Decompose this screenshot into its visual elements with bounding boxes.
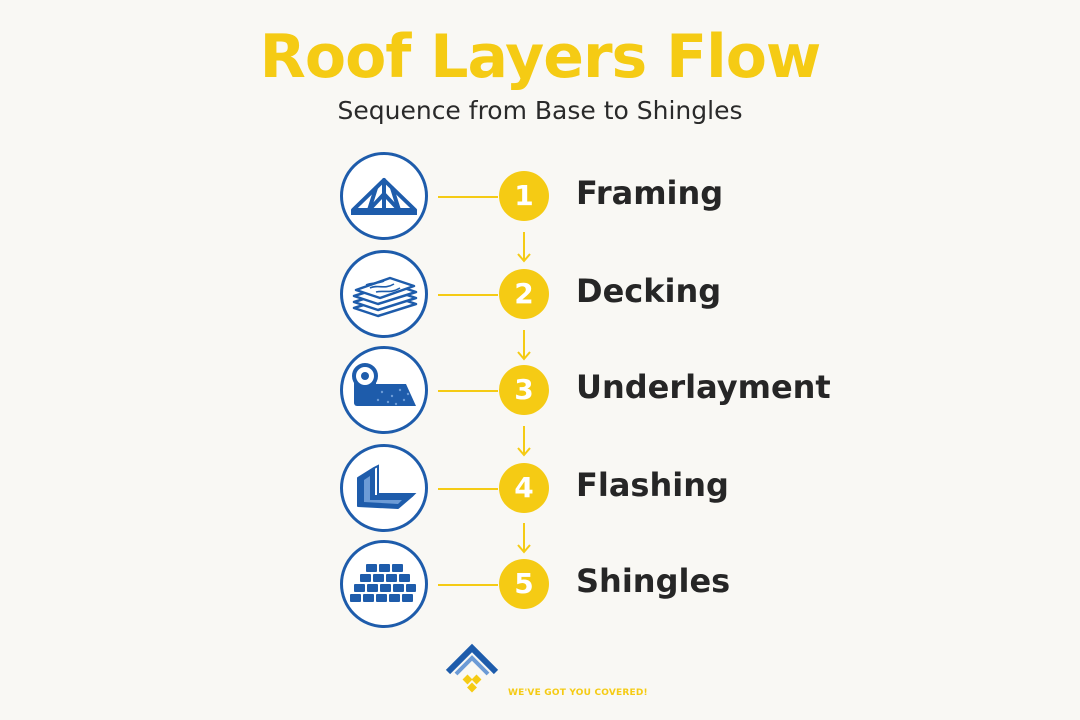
step-flashing: 4 Flashing — [0, 444, 1080, 534]
metal-flashing-icon — [340, 444, 428, 532]
step-shingles: 5 Shingles — [0, 540, 1080, 630]
step-connector — [438, 488, 498, 490]
step-number-badge: 5 — [499, 559, 549, 609]
step-label: Flashing — [576, 466, 729, 504]
step-number-badge: 2 — [499, 269, 549, 319]
step-number-badge: 1 — [499, 171, 549, 221]
step-underlayment: 3 Underlayment — [0, 346, 1080, 436]
step-label: Shingles — [576, 562, 731, 600]
roof-truss-icon — [340, 152, 428, 240]
house-roof-logo-icon — [445, 643, 499, 693]
page-title: Roof Layers Flow — [259, 22, 822, 92]
flow-arrow-icon — [517, 232, 531, 263]
shingles-icon — [340, 540, 428, 628]
flow-arrow-icon — [517, 523, 531, 554]
step-number-badge: 3 — [499, 365, 549, 415]
underlayment-roll-icon — [340, 346, 428, 434]
step-decking: 2 Decking — [0, 250, 1080, 340]
step-connector — [438, 196, 498, 198]
wood-panel-icon — [340, 250, 428, 338]
flow-arrow-icon — [517, 426, 531, 457]
step-label: Decking — [576, 272, 722, 310]
footer-tagline: WE'VE GOT YOU COVERED! — [508, 688, 648, 698]
step-connector — [438, 390, 498, 392]
page-subtitle: Sequence from Base to Shingles — [337, 96, 743, 125]
flow-arrow-icon — [517, 330, 531, 361]
step-label: Underlayment — [576, 368, 831, 406]
step-label: Framing — [576, 174, 724, 212]
step-connector — [438, 584, 498, 586]
step-number-badge: 4 — [499, 463, 549, 513]
step-framing: 1 Framing — [0, 152, 1080, 242]
step-connector — [438, 294, 498, 296]
